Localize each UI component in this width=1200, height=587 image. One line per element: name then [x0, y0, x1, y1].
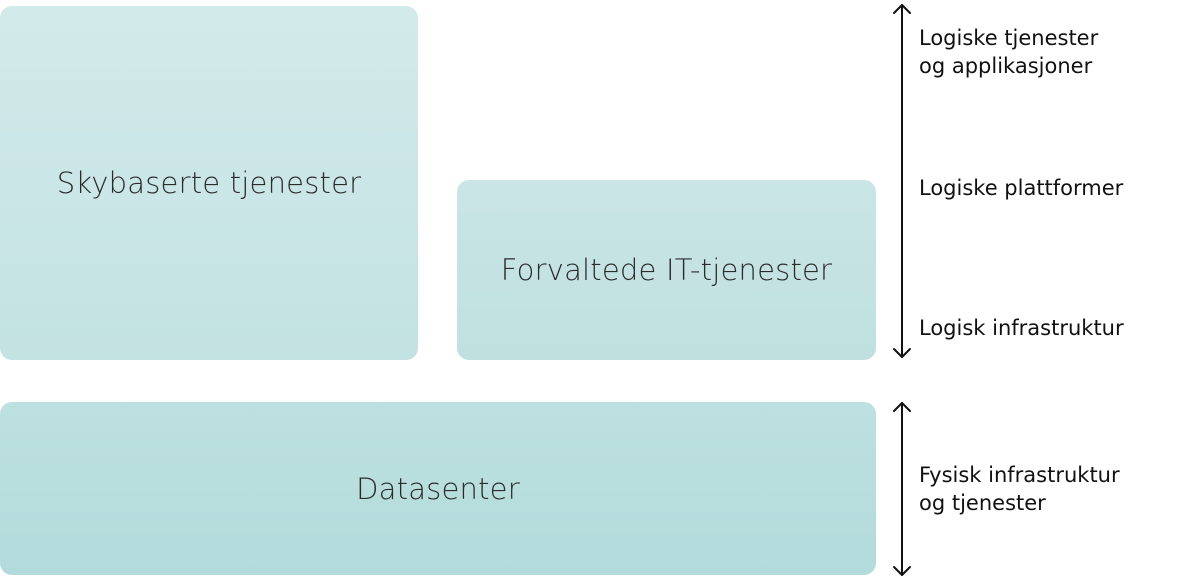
- lower-double-arrow-icon: [893, 402, 911, 576]
- upper-double-arrow-icon: [893, 4, 911, 358]
- datacenter-label: Datasenter: [356, 471, 520, 506]
- layer-arrows: [893, 4, 911, 576]
- logical-platforms-text: Logiske plattformer: [919, 176, 1124, 200]
- managed-it-services-label: Forvaltede IT-tjenester: [500, 253, 833, 287]
- managed-it-services-box: Forvaltede IT-tjenester: [457, 180, 876, 360]
- cloud-services-box: Skybaserte tjenester: [0, 6, 418, 360]
- physical-infrastructure-line2: og tjenester: [919, 491, 1046, 515]
- logical-infrastructure-label: Logisk infrastruktur: [919, 314, 1124, 342]
- datacenter-box: Datasenter: [0, 402, 876, 575]
- logical-services-line1: Logiske tjenester: [919, 26, 1099, 50]
- logical-infrastructure-text: Logisk infrastruktur: [919, 316, 1124, 340]
- cloud-services-label: Skybaserte tjenester: [56, 166, 362, 200]
- logical-platforms-label: Logiske plattformer: [919, 174, 1123, 202]
- physical-infrastructure-line1: Fysisk infrastruktur: [919, 463, 1120, 487]
- physical-infrastructure-label: Fysisk infrastruktur og tjenester: [919, 461, 1120, 517]
- logical-services-line2: og applikasjoner: [919, 54, 1093, 78]
- logical-services-label: Logiske tjenester og applikasjoner: [919, 24, 1098, 80]
